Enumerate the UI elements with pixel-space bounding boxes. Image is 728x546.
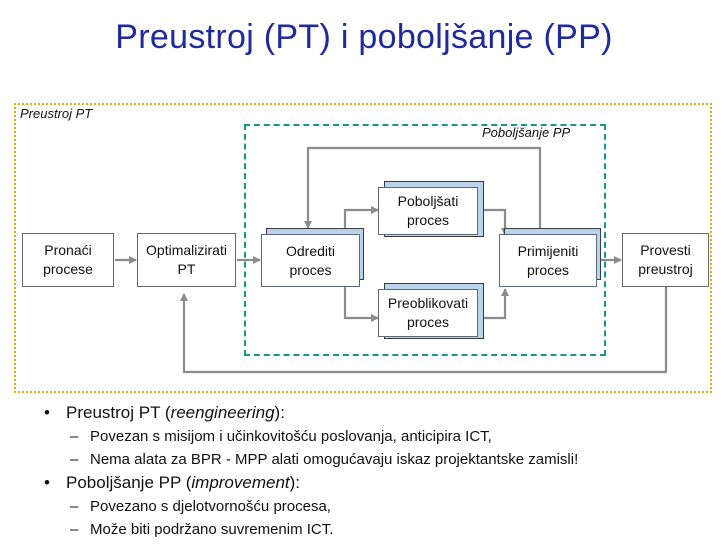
node-label-line1: Poboljšati — [397, 193, 459, 209]
node-pronaci-procese: Pronaći procese — [22, 233, 114, 287]
arrow-preoblikovati-primijeniti — [476, 288, 509, 320]
page-title: Preustroj (PT) i poboljšanje (PP) — [115, 18, 613, 56]
bullet-prefix: Poboljšanje PP ( — [66, 473, 192, 492]
node-provesti-preustroj: Provesti preustroj — [622, 233, 709, 287]
arrow-odrediti-preoblikovati — [343, 286, 379, 322]
bullet-suffix: ): — [274, 403, 285, 422]
bullet-suffix: ): — [289, 473, 301, 492]
node-label-line2: procese — [43, 261, 93, 277]
poboljsanje-frame — [244, 124, 606, 356]
node-label-line2: proces — [289, 261, 332, 278]
node-label-line2: proces — [406, 212, 449, 228]
node-poboljsati-proces: Poboljšati proces — [378, 187, 478, 235]
node-optimalizirati-pt: Optimalizirati PT — [137, 233, 236, 287]
node-label-line2: preustroj — [638, 261, 693, 277]
node-label-line1: Preoblikovati — [387, 295, 469, 311]
sub-bullet: Povezano s djelotvornošću procesa, — [38, 497, 718, 517]
bullet-term: reengineering — [170, 403, 275, 422]
node-label-line1: Optimalizirati — [146, 242, 227, 258]
bullet-prefix: Preustroj PT ( — [66, 403, 171, 422]
node-label-line1: Provesti — [640, 242, 691, 258]
arrow-loop-primijeniti-odrediti — [304, 146, 542, 235]
node-label-line1: Primijeniti — [517, 242, 579, 259]
arrow-loop-provesti-optimalizirati — [180, 285, 668, 374]
bullet-poboljsanje: Poboljšanje PP (improvement): — [38, 472, 718, 494]
node-label-line2: PT — [177, 261, 196, 277]
sub-bullet: Nema alata za BPR - MPP alati omogućavaj… — [38, 450, 718, 470]
sub-bullet: Povezan s misijom i učinkovitošću poslov… — [38, 427, 718, 447]
node-label-line1: Pronaći — [44, 242, 92, 258]
node-preoblikovati-proces: Preoblikovati proces — [378, 289, 478, 337]
node-label-line2: proces — [406, 314, 450, 330]
node-label-line2: proces — [526, 261, 570, 278]
node-label-line1: Odrediti — [285, 242, 336, 259]
arrow-poboljsati-primijeniti — [476, 208, 509, 236]
node-primijeniti-proces: Primijeniti proces — [499, 234, 597, 287]
preustroj-label: Preustroj PT — [20, 106, 93, 121]
poboljsanje-label: Poboljšanje PP — [482, 125, 571, 140]
sub-bullet: Može biti podržano suvremenim ICT. — [38, 520, 718, 540]
bullet-term: improvement — [191, 473, 290, 492]
node-odrediti-proces: Odrediti proces — [261, 234, 360, 287]
preustroj-frame — [14, 103, 712, 393]
bullet-preustroj: Preustroj PT (reengineering): — [38, 402, 718, 424]
bullet-list: Preustroj PT (reengineering): Povezan s … — [38, 400, 718, 540]
